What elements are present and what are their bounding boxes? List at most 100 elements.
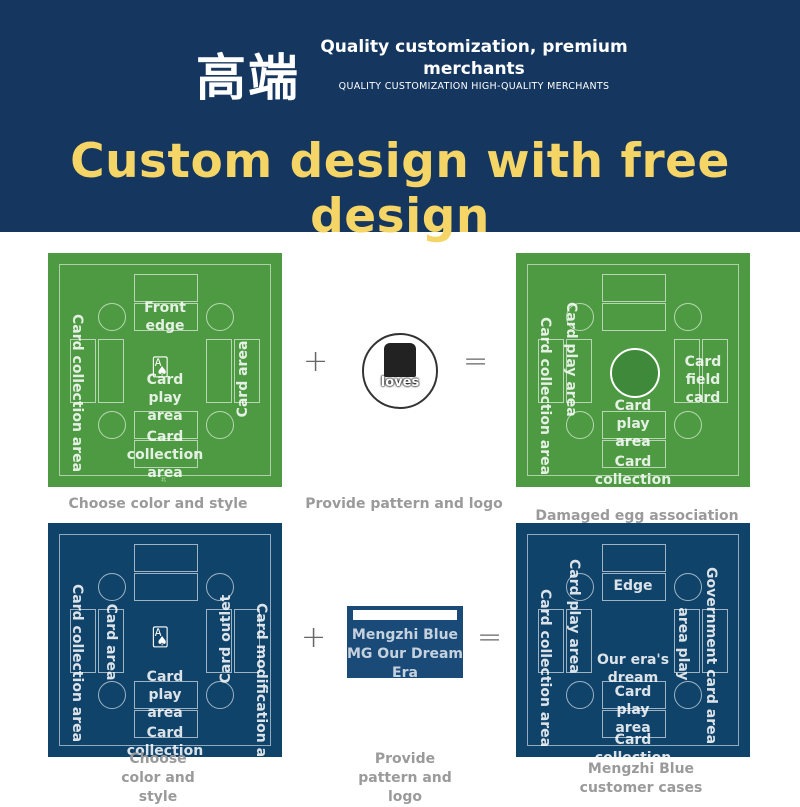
right-zone-1 — [674, 339, 700, 403]
mat-border — [527, 264, 739, 476]
mat-border — [59, 534, 271, 746]
corner-circle — [566, 411, 594, 439]
corner-circle — [206, 681, 234, 709]
right-zone-1 — [674, 609, 700, 673]
left-zone-2 — [98, 339, 124, 403]
card-collection-bottom-label: Card collection area — [126, 725, 204, 757]
bottom-zone-1 — [134, 411, 198, 439]
card-collection-bottom-label: Card collection — [595, 732, 671, 757]
card-play-left-label: Card play area — [563, 302, 579, 417]
corner-circle — [206, 411, 234, 439]
caption-provide-pattern: Provide pattern and logo — [305, 496, 503, 512]
corner-circle — [98, 303, 126, 331]
corner-circle — [206, 573, 234, 601]
bottom-zone-2 — [602, 710, 666, 738]
card-play-label: Card play area — [146, 669, 184, 721]
card-collection-left-label: Card collection area — [537, 317, 553, 476]
corner-circle — [206, 303, 234, 331]
card-right-label: Card area — [235, 340, 251, 418]
corner-circle — [98, 573, 126, 601]
right-zone-2 — [702, 339, 728, 403]
center-logo-icon — [610, 348, 660, 398]
top-zone-1 — [134, 274, 198, 302]
side-mark: 北 — [161, 477, 167, 483]
mengzhi-logo: Mengzhi Blue MG Our Dream Era — [347, 606, 463, 681]
bottom-zone-2 — [134, 710, 198, 738]
corner-circle — [674, 303, 702, 331]
corner-circle — [98, 411, 126, 439]
card-collection-left-label: Card collection area — [69, 584, 85, 743]
dream-label: Our era's dream — [596, 652, 670, 686]
plus-sign: + — [303, 344, 329, 379]
caption-choose-color: Choose color and style — [68, 496, 248, 512]
caption-customer-case: Mengzhi Blue customer cases — [579, 761, 703, 796]
card-field-label: Card field card — [684, 354, 722, 406]
brand-tagline-caps: QUALITY CUSTOMIZATION HIGH-QUALITY MERCH… — [338, 81, 610, 92]
brand-tagline: Quality customization, premium merchants — [320, 37, 628, 79]
blue-mat-case: Edge Government card area Card play area… — [516, 523, 750, 757]
government-card-label: Government card area — [703, 567, 719, 745]
right-zone-2 — [234, 339, 260, 403]
mat-border — [59, 264, 271, 476]
spades-card-icon: 🂡 — [151, 627, 170, 648]
area-play-label: area play — [675, 607, 691, 681]
left-zone-2 — [98, 609, 124, 673]
green-mat-template: 🂡 Front edge Card collection area Card a… — [48, 253, 282, 487]
green-mat-case: Card play area Card collection area Card… — [516, 253, 750, 487]
top-zone-2 — [602, 303, 666, 331]
loves-logo: loves — [362, 333, 438, 409]
top-zone-1 — [602, 274, 666, 302]
left-zone-1 — [70, 339, 96, 403]
top-zone-1 — [134, 544, 198, 572]
card-collection-bottom-label: Card collection area — [594, 454, 672, 487]
front-edge-label: Front edge — [144, 300, 186, 334]
corner-circle — [674, 411, 702, 439]
top-zone-2 — [602, 573, 666, 601]
caption-provide-pattern: Provide pattern and logo — [358, 751, 452, 805]
bottom-zone-2 — [602, 440, 666, 468]
card-collection-left-label: Card collection area — [537, 589, 553, 748]
edge-label: Edge — [613, 578, 653, 594]
card-play-label: Card play area — [146, 372, 184, 424]
right-zone-2 — [702, 609, 728, 673]
corner-circle — [674, 681, 702, 709]
brand-title: 高端 — [196, 49, 300, 107]
bottom-zone-1 — [602, 681, 666, 709]
card-collection-left-label: Card collection area — [69, 314, 85, 473]
right-zone-1 — [206, 339, 232, 403]
header-banner: 高端 Quality customization, premium mercha… — [0, 0, 800, 244]
logo-figure — [384, 343, 416, 377]
corner-circle — [674, 573, 702, 601]
left-zone-1 — [538, 339, 564, 403]
card-modification-label: Card modification area — [253, 603, 269, 757]
left-zone-2 — [566, 339, 592, 403]
corner-circle — [98, 681, 126, 709]
equals-sign: = — [463, 344, 489, 379]
top-zone-1 — [602, 544, 666, 572]
left-zone-1 — [70, 609, 96, 673]
card-play-label: Card play area — [614, 684, 652, 736]
headline: Custom design with free design — [70, 134, 730, 244]
right-zone-1 — [206, 609, 232, 673]
plus-sign: + — [301, 620, 327, 655]
card-area-label: Card area — [103, 603, 119, 681]
logo-text: loves — [380, 375, 420, 390]
card-outlet-label: Card outlet — [218, 594, 234, 684]
equals-sign: = — [477, 620, 503, 655]
bottom-zone-1 — [602, 411, 666, 439]
card-play-left-label: Card play area — [566, 559, 582, 674]
logo-text: Mengzhi Blue MG Our Dream Era — [347, 627, 463, 681]
caption-choose-color: Choose color and style — [121, 751, 195, 805]
top-zone-2 — [134, 573, 198, 601]
bottom-zone-2 — [134, 440, 198, 468]
bottom-zone-1 — [134, 681, 198, 709]
left-zone-2 — [566, 609, 592, 673]
logo-header-strip — [353, 610, 457, 620]
card-collection-bottom-label: Card collection area — [126, 429, 204, 481]
corner-circle — [566, 681, 594, 709]
left-zone-1 — [538, 609, 564, 673]
top-zone-2 — [134, 303, 198, 331]
spades-card-icon: 🂡 — [151, 357, 170, 378]
right-zone-2 — [234, 609, 260, 673]
blue-mat-template: 🂡 Card collection area Card area Card ou… — [48, 523, 282, 757]
